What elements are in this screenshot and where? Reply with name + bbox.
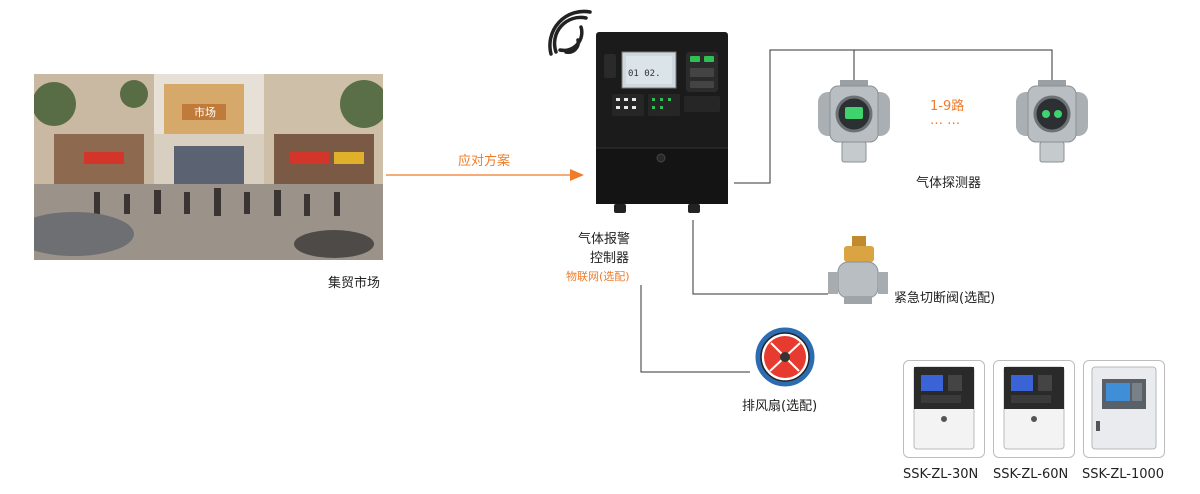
fan-line (641, 285, 750, 372)
emergency-valve (828, 236, 888, 304)
controller-device: 01 02. (596, 32, 728, 213)
model-card-1 (903, 360, 985, 458)
controller-iot-note: 物联网(选配) (566, 268, 630, 284)
svg-text:01 02.: 01 02. (628, 69, 661, 79)
exhaust-fan (758, 330, 812, 384)
solution-arrow-head (570, 169, 584, 181)
controller-label-line2: 控制器 (590, 247, 629, 266)
gas-detector-2 (1016, 80, 1088, 162)
solution-arrow-label: 应对方案 (458, 150, 510, 169)
valve-line (693, 220, 828, 294)
fan-caption: 排风扇(选配) (742, 395, 817, 414)
detector-bus-line (734, 50, 1052, 183)
svg-text:市场: 市场 (194, 105, 216, 119)
model-name-3: SSK-ZL-1000 (1082, 467, 1164, 482)
valve-caption: 紧急切断阀(选配) (894, 287, 995, 306)
wifi-icon (550, 11, 590, 54)
detector-count-label: 1-9路 (930, 95, 964, 114)
market-photo: 市场 (34, 74, 383, 260)
model-card-3 (1083, 360, 1165, 458)
market-caption: 集贸市场 (328, 272, 380, 291)
controller-label-line1: 气体报警 (578, 228, 630, 247)
detector-ellipsis: … … (930, 113, 960, 128)
detector-caption: 气体探测器 (916, 172, 981, 191)
model-name-2: SSK-ZL-60N (993, 467, 1068, 482)
gas-detector-1 (818, 80, 890, 162)
model-name-1: SSK-ZL-30N (903, 467, 978, 482)
model-card-2 (993, 360, 1075, 458)
